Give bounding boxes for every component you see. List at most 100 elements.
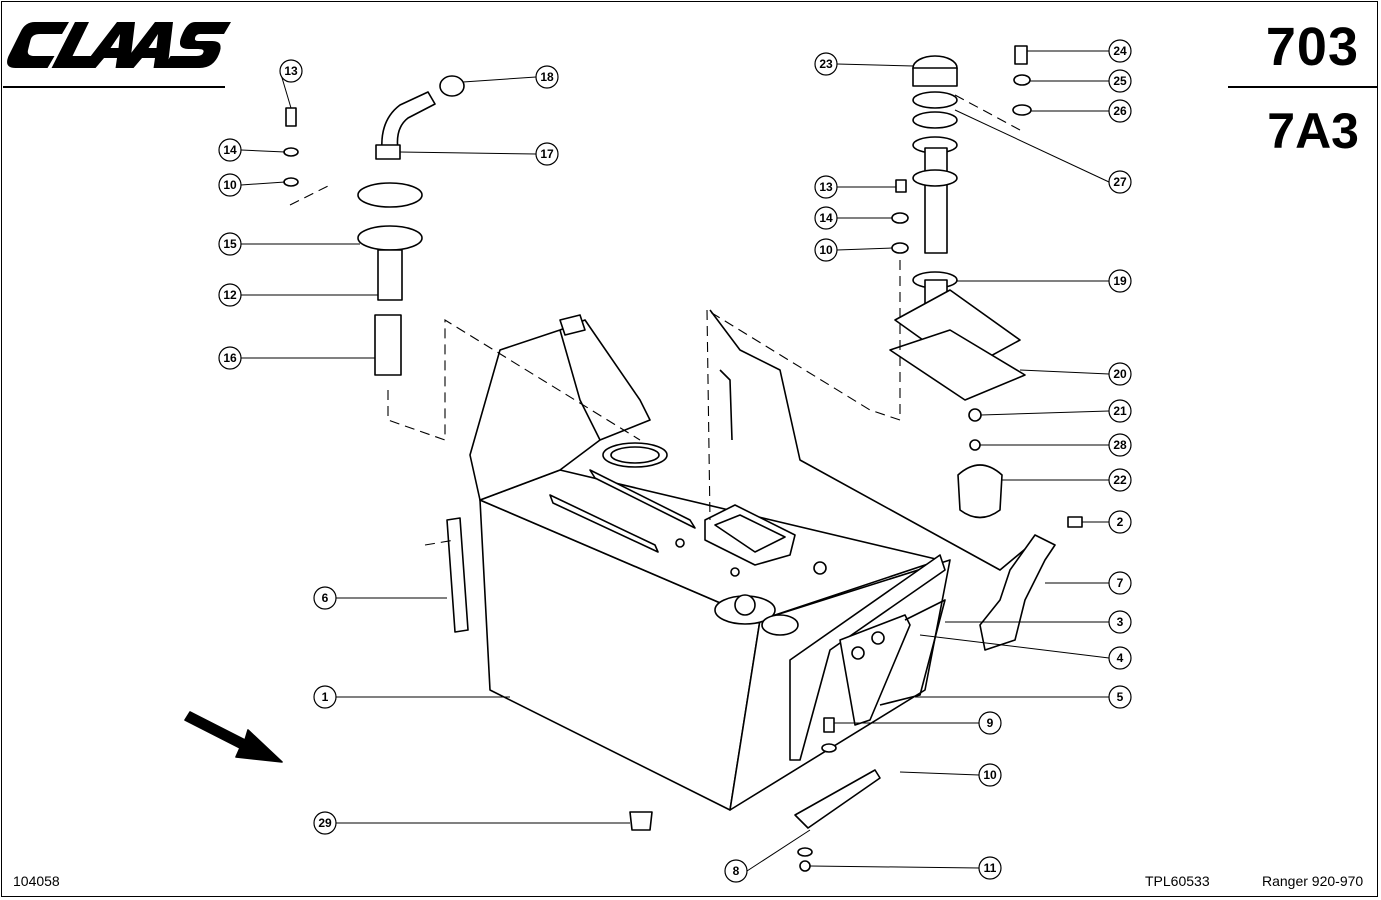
- assembly-lines: [289, 94, 1021, 546]
- callout-6: 6: [313, 586, 337, 610]
- callout-number: 13: [819, 180, 833, 194]
- claas-logo-letters: [7, 22, 232, 68]
- callout-circle: [814, 206, 838, 230]
- top-strap: [549, 494, 659, 553]
- callout-4: 4: [1108, 646, 1132, 670]
- callout-circle: [1108, 269, 1132, 293]
- callout-circle: [218, 283, 242, 307]
- callout-number: 11: [984, 861, 997, 875]
- callout-circle: [814, 52, 838, 76]
- callout-number: 16: [223, 351, 237, 365]
- callout-circle: [279, 59, 303, 83]
- callout-17: 17: [535, 142, 559, 166]
- callout-circle: [535, 65, 559, 89]
- callout-24: 24: [1108, 39, 1132, 63]
- callout-number: 12: [223, 288, 237, 302]
- callout-circle: [1108, 399, 1132, 423]
- callout-circle: [218, 232, 242, 256]
- callout-16: 16: [218, 346, 242, 370]
- callout-circle: [1108, 685, 1132, 709]
- callout-10: 10: [218, 173, 242, 197]
- callout-13: 13: [279, 59, 303, 83]
- callout-number: 15: [223, 237, 237, 251]
- callout-number: 6: [322, 591, 329, 605]
- callout-number: 10: [819, 243, 833, 257]
- callout-circle: [1108, 39, 1132, 63]
- callout-14: 14: [218, 138, 242, 162]
- callout-leader: [919, 634, 1110, 659]
- callout-circle: [218, 173, 242, 197]
- direction-arrow: [184, 711, 283, 763]
- drawing-number: 104058: [13, 873, 60, 889]
- callout-number: 20: [1113, 367, 1127, 381]
- callout-circle: [1108, 610, 1132, 634]
- callout-number: 8: [733, 864, 740, 878]
- callout-15: 15: [218, 232, 242, 256]
- section-code: 7A3: [1267, 103, 1359, 159]
- callout-number: 23: [819, 57, 833, 71]
- callout-13: 13: [814, 175, 838, 199]
- callout-28: 28: [1108, 433, 1132, 457]
- callout-20: 20: [1108, 362, 1132, 386]
- callout-leader: [836, 247, 893, 251]
- header-rule-right: [1228, 86, 1378, 88]
- callout-11: 11: [978, 856, 1002, 880]
- callout-10: 10: [814, 238, 838, 262]
- callout-number: 7: [1117, 576, 1124, 590]
- callout-leader: [980, 410, 1110, 416]
- callout-circle: [724, 859, 748, 883]
- callout-number: 17: [540, 147, 554, 161]
- callout-29: 29: [313, 811, 337, 835]
- callout-number: 10: [983, 768, 997, 782]
- callout-number: 14: [223, 143, 237, 157]
- callout-number: 22: [1113, 473, 1127, 487]
- callout-circle: [1108, 646, 1132, 670]
- callout-circle: [1108, 433, 1132, 457]
- callout-leader: [240, 149, 286, 153]
- callout-number: 10: [223, 178, 237, 192]
- callout-number: 25: [1113, 74, 1127, 88]
- callout-23: 23: [814, 52, 838, 76]
- callout-circle: [313, 685, 337, 709]
- callout-27: 27: [1108, 170, 1132, 194]
- callout-22: 22: [1108, 468, 1132, 492]
- callout-leader: [462, 76, 537, 83]
- callout-8: 8: [724, 859, 748, 883]
- callout-number: 28: [1113, 438, 1127, 452]
- callout-circle: [1108, 468, 1132, 492]
- bottom-strap: [794, 769, 881, 829]
- callout-circle: [313, 586, 337, 610]
- callout-circle: [218, 346, 242, 370]
- callout-circle: [1108, 69, 1132, 93]
- callout-circle: [1108, 99, 1132, 123]
- front-bracket: [789, 554, 946, 761]
- callout-number: 24: [1113, 44, 1127, 58]
- callout-leader: [399, 151, 537, 155]
- header-rule-left: [3, 86, 225, 88]
- callout-number: 29: [318, 816, 332, 830]
- drain-plug: [629, 811, 653, 831]
- callout-5: 5: [1108, 685, 1132, 709]
- callout-7: 7: [1108, 571, 1132, 595]
- callout-26: 26: [1108, 99, 1132, 123]
- callout-number: 2: [1117, 515, 1124, 529]
- callout-circle: [978, 711, 1002, 735]
- callout-number: 13: [284, 64, 298, 78]
- callout-circle: [1108, 510, 1132, 534]
- page-number: 703: [1265, 17, 1359, 77]
- callout-circle: [978, 763, 1002, 787]
- callout-number: 3: [1117, 615, 1124, 629]
- callout-circle: [535, 142, 559, 166]
- callout-leader: [240, 181, 286, 186]
- callout-19: 19: [1108, 269, 1132, 293]
- callout-21: 21: [1108, 399, 1132, 423]
- callout-25: 25: [1108, 69, 1132, 93]
- callout-3: 3: [1108, 610, 1132, 634]
- model-range: Ranger 920-970: [1262, 873, 1364, 889]
- sleeve-16: [374, 314, 402, 376]
- callout-1: 1: [313, 685, 337, 709]
- callout-leader: [899, 771, 980, 776]
